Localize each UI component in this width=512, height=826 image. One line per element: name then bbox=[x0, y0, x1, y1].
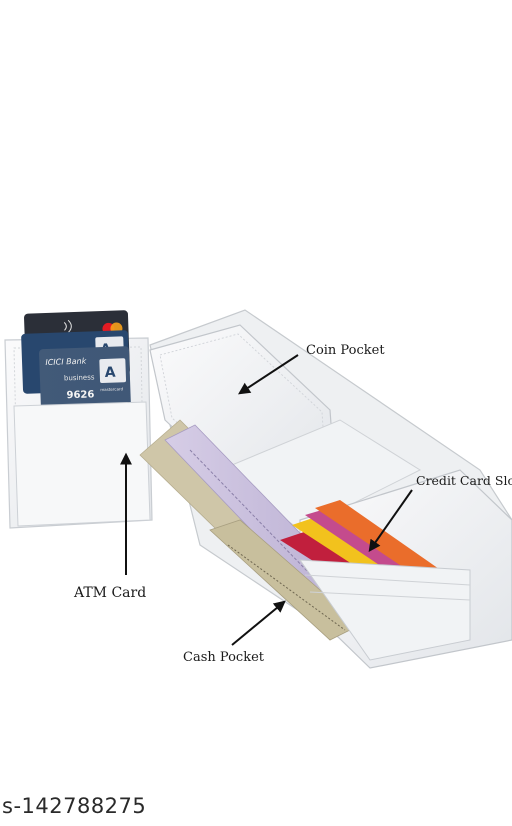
credit-card-slot-label: Credit Card Slot bbox=[416, 473, 512, 488]
svg-text:A: A bbox=[104, 365, 116, 381]
cash-pocket-label: Cash Pocket bbox=[183, 650, 264, 665]
product-id: s-142788275 bbox=[2, 794, 147, 818]
credit-card-slot-arrow bbox=[368, 489, 413, 552]
cash-pocket-arrow bbox=[231, 600, 286, 646]
atm-card-stack: A ICICI Bank business 9626 A mastercard bbox=[13, 310, 151, 527]
atm-card-bank: ICICI Bank bbox=[45, 357, 87, 367]
coin-pocket-arrow bbox=[237, 354, 299, 395]
atm-card-front: ICICI Bank business 9626 A mastercard bbox=[39, 346, 131, 412]
atm-card-tier: business bbox=[64, 373, 95, 382]
atm-card-network: mastercard bbox=[100, 386, 123, 392]
atm-card-label: ATM Card bbox=[74, 585, 147, 601]
atm-card-number: 9626 bbox=[66, 389, 94, 401]
callout-arrows bbox=[120, 354, 413, 646]
credit-card-stack bbox=[280, 500, 471, 661]
coin-pocket-label: Coin Pocket bbox=[306, 343, 385, 358]
